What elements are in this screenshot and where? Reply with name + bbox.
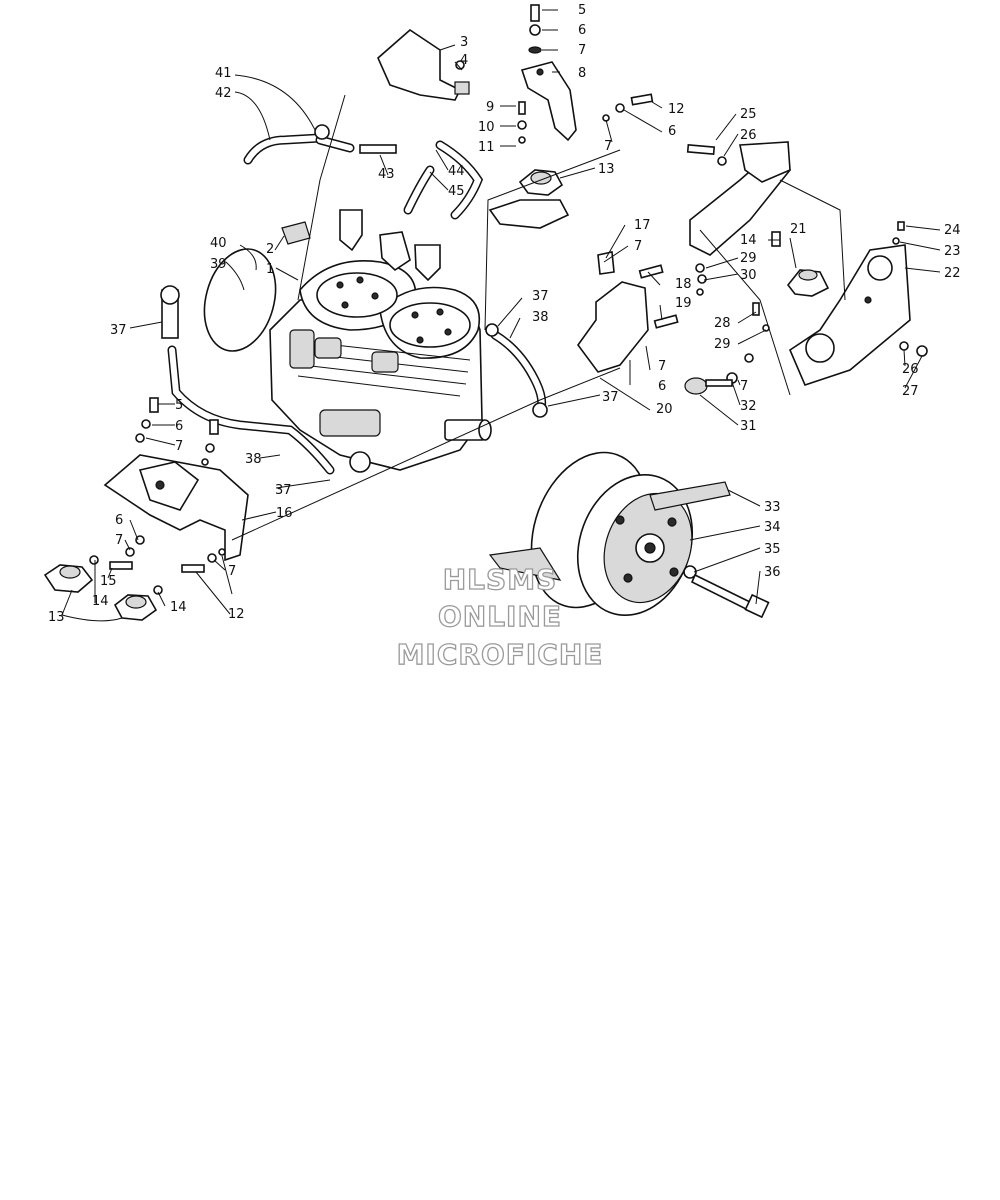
callout-26-top: 26 xyxy=(740,128,757,143)
hardware-top xyxy=(517,4,654,144)
watermark-line-1: HLSMS xyxy=(443,563,557,596)
callout-6-plate: 6 xyxy=(115,513,123,528)
hoses xyxy=(167,133,547,475)
callout-30: 30 xyxy=(740,268,757,283)
callout-7-right: 7 xyxy=(740,379,748,394)
hardware-left xyxy=(89,397,226,595)
callout-13-bottom: 13 xyxy=(48,610,65,625)
callout-6-pto: 6 xyxy=(658,379,666,394)
callout-27: 27 xyxy=(902,384,919,399)
callout-28: 28 xyxy=(714,316,731,331)
callout-41: 41 xyxy=(215,66,232,81)
callout-21: 21 xyxy=(790,222,807,237)
callout-23: 23 xyxy=(944,244,961,259)
callout-22: 22 xyxy=(944,266,961,281)
hose-clamps-fittings xyxy=(160,124,548,418)
callout-37-right-bottom: 37 xyxy=(602,390,619,405)
clutch-bolt xyxy=(683,565,770,619)
callout-6-lower: 12 xyxy=(228,607,245,622)
callout-37-left: 37 xyxy=(110,323,127,338)
callout-19: 19 xyxy=(675,296,692,311)
callout-33: 33 xyxy=(764,500,781,515)
drive-belt xyxy=(488,481,731,581)
callout-34: 34 xyxy=(764,520,781,535)
callout-26-bottom: 26 xyxy=(902,362,919,377)
callout-numbers: 1 2 3 4 5 6 7 8 9 10 11 12 6 7 13 17 7 1… xyxy=(48,3,961,625)
callout-18: 18 xyxy=(675,277,692,292)
watermark-line-3: MICROFICHE xyxy=(397,638,604,671)
right-engine-mount xyxy=(789,244,911,386)
pto-motor-mount xyxy=(577,251,679,373)
callout-16: 16 xyxy=(276,506,293,521)
callout-7-pto-top: 7 xyxy=(634,239,642,254)
gasket-2 xyxy=(281,221,311,245)
upper-torque-bracket xyxy=(520,61,577,142)
callout-38-right: 38 xyxy=(532,310,549,325)
callout-2: 2 xyxy=(266,242,274,257)
callout-6: 6 xyxy=(578,23,586,38)
callout-35: 35 xyxy=(764,542,781,557)
throttle-bracket xyxy=(377,28,470,101)
drive-clutch-assembly xyxy=(530,451,694,617)
callout-15: 15 xyxy=(100,574,117,589)
callout-5: 5 xyxy=(578,3,586,18)
callout-24: 24 xyxy=(944,223,961,238)
callout-7-pto: 7 xyxy=(658,359,666,374)
callout-37-right-top: 37 xyxy=(532,289,549,304)
callout-14-bottom: 14 xyxy=(170,600,187,615)
callout-43: 43 xyxy=(378,167,395,182)
callout-3: 3 xyxy=(460,35,468,50)
callout-14-right: 14 xyxy=(740,233,757,248)
rubber-mount-front-right xyxy=(113,594,158,621)
callout-25: 25 xyxy=(740,107,757,122)
callout-7-lower: 7 xyxy=(228,564,236,579)
callout-44: 44 xyxy=(448,164,465,179)
callout-36: 36 xyxy=(764,565,781,580)
engine-assembly xyxy=(269,209,492,473)
callout-10: 10 xyxy=(478,120,495,135)
callout-40: 40 xyxy=(210,236,227,251)
callout-6-top-right: 6 xyxy=(668,124,676,139)
callout-1: 1 xyxy=(266,262,274,277)
callout-38-left: 38 xyxy=(245,452,262,467)
right-rear-mount-bracket xyxy=(689,141,791,256)
callout-6-left: 6 xyxy=(175,419,183,434)
watermark: HLSMS ONLINE MICROFICHE xyxy=(396,562,604,671)
callout-7: 7 xyxy=(578,43,586,58)
callout-13: 13 xyxy=(598,162,615,177)
callout-29-bottom: 29 xyxy=(714,337,731,352)
callout-31: 31 xyxy=(740,419,757,434)
callout-42: 42 xyxy=(215,86,232,101)
callout-8: 8 xyxy=(578,66,586,81)
air-intake-gasket xyxy=(203,248,277,352)
rubber-mount-right xyxy=(786,269,830,297)
callout-11: 11 xyxy=(478,140,495,155)
callout-37-bottom: 37 xyxy=(275,483,292,498)
callout-7-top-right: 7 xyxy=(604,139,612,154)
callout-39: 39 xyxy=(210,257,227,272)
rubber-mount-front-left xyxy=(43,564,94,593)
callout-45: 45 xyxy=(448,184,465,199)
callout-29-top: 29 xyxy=(740,251,757,266)
leader-lines xyxy=(61,9,941,622)
left-motor-mount-plate xyxy=(103,454,249,562)
callout-32: 32 xyxy=(740,399,757,414)
callout-4: 4 xyxy=(460,53,468,68)
callout-7-left: 7 xyxy=(175,439,183,454)
callout-12: 12 xyxy=(668,102,685,117)
callout-9: 9 xyxy=(486,100,494,115)
rubber-mount-top xyxy=(488,169,570,229)
callout-17: 17 xyxy=(634,218,651,233)
callout-14-left: 14 xyxy=(92,594,109,609)
callout-20: 20 xyxy=(656,402,673,417)
watermark-line-2: ONLINE xyxy=(438,600,562,633)
callout-7-plate: 7 xyxy=(115,533,123,548)
callout-5-left: 5 xyxy=(175,398,183,413)
